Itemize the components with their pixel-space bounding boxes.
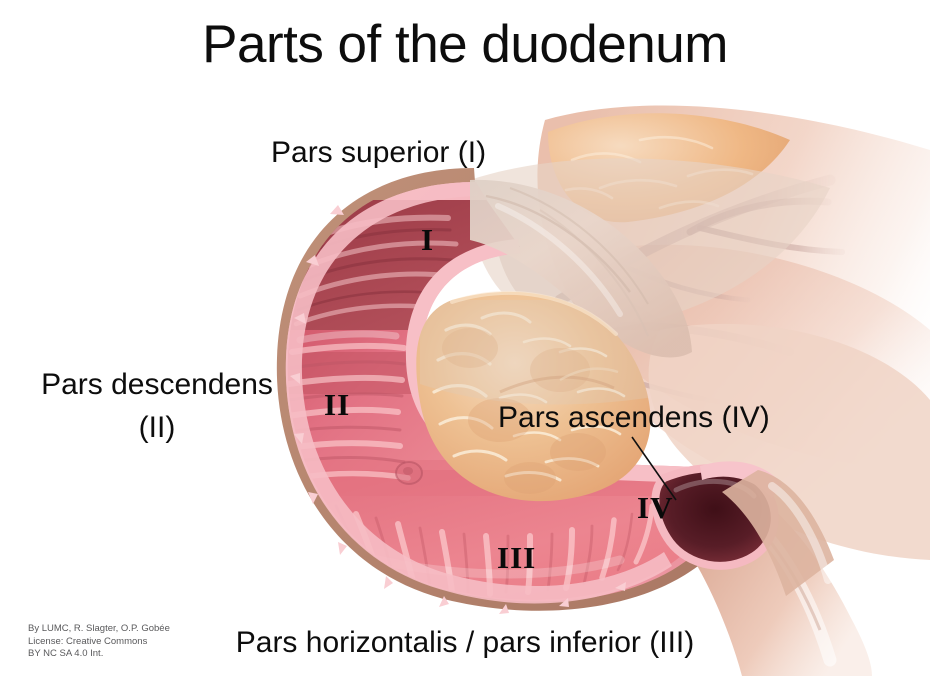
page-title: Parts of the duodenum xyxy=(202,15,728,74)
pars-superior-bulb xyxy=(470,179,692,358)
duodenojejunal-flexure xyxy=(722,470,834,596)
leader-line-ascendens xyxy=(631,436,677,501)
credit-line-1: By LUMC, R. Slagter, O.P. Gobée xyxy=(28,623,170,634)
label-pars-ascendens: Pars ascendens (IV) xyxy=(498,401,770,434)
label-pars-horizontalis: Pars horizontalis / pars inferior (III) xyxy=(235,626,695,659)
marker-roman-iv: IV xyxy=(637,490,674,525)
attribution-credit: By LUMC, R. Slagter, O.P. Gobée License:… xyxy=(28,623,218,661)
duodenal-papilla xyxy=(395,461,423,485)
credit-line-3: BY NC SA 4.0 Int. xyxy=(28,648,104,660)
marker-roman-i: I xyxy=(421,222,435,257)
marker-roman-ii: II xyxy=(324,387,351,422)
label-pars-superior: Pars superior (I) xyxy=(271,136,487,169)
marker-roman-iii: III xyxy=(497,540,537,575)
label-pars-descendens: Pars descendens (II) xyxy=(41,368,273,444)
duodenum-inner-edge xyxy=(285,182,726,614)
credit-line-2: License: Creative Commons xyxy=(28,635,148,647)
pancreas-head xyxy=(416,291,651,502)
duodenum-serosa xyxy=(276,168,742,611)
